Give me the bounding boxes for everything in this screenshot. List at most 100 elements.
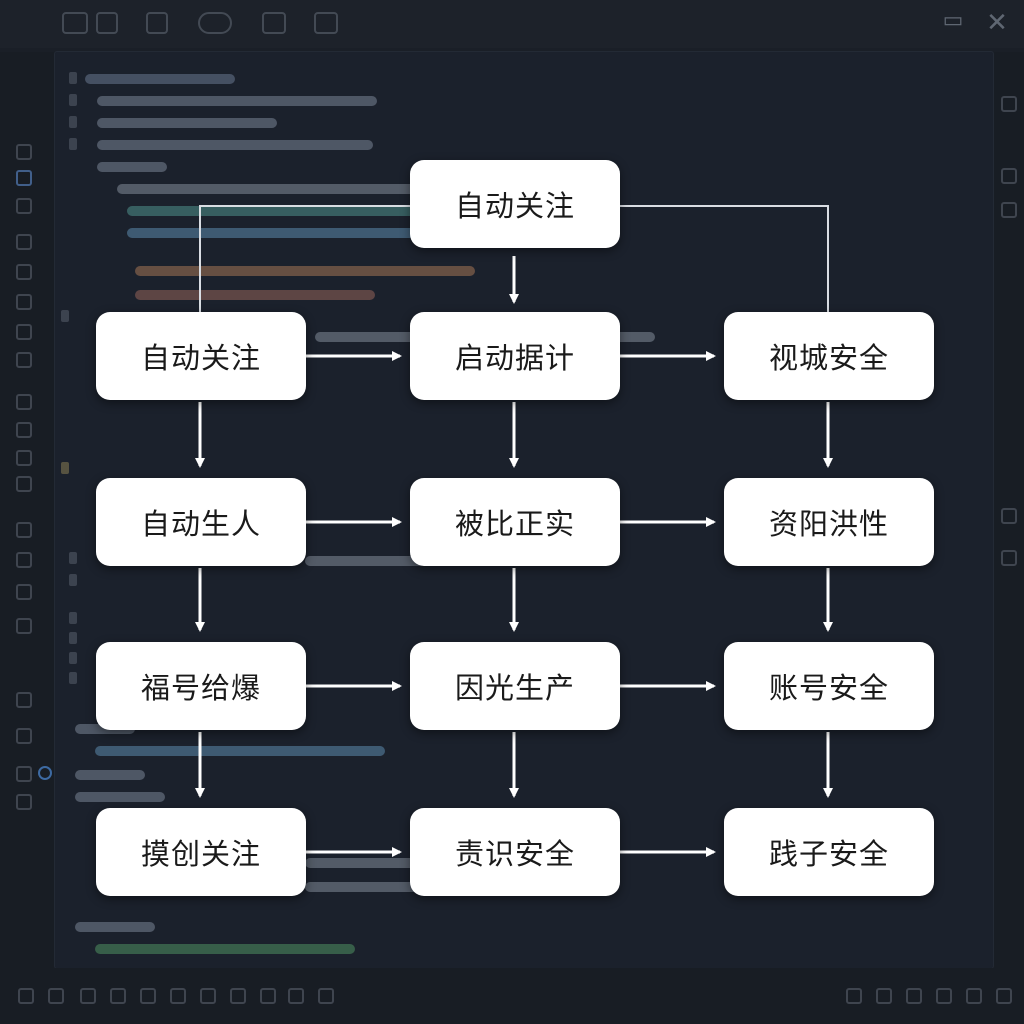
code-line (97, 118, 277, 128)
feedback-icon[interactable] (906, 988, 922, 1004)
live-icon[interactable] (230, 988, 246, 1004)
title-bar: ▭ ✕ (0, 0, 1024, 48)
panel-icon[interactable] (16, 394, 32, 410)
line-marker (61, 310, 69, 322)
run-icon[interactable] (262, 12, 286, 34)
line-marker (69, 632, 77, 644)
branch-icon[interactable] (18, 988, 34, 1004)
code-line (75, 922, 155, 932)
manage-icon[interactable] (16, 728, 32, 744)
remote-icon[interactable] (16, 294, 32, 310)
node-r3-c2[interactable]: 因光生产 (410, 642, 620, 730)
outline-icon[interactable] (16, 422, 32, 438)
sync-icon[interactable] (16, 794, 32, 810)
status-bar (0, 968, 1024, 1024)
port-icon[interactable] (200, 988, 216, 1004)
explorer-icon[interactable] (16, 144, 32, 160)
extensions-icon[interactable] (16, 264, 32, 280)
debug-sidebar-icon[interactable] (16, 234, 32, 250)
activity-bar (0, 52, 55, 968)
node-r2-c3[interactable]: 资阳洪性 (724, 478, 934, 566)
debug-icon[interactable] (314, 12, 338, 34)
code-line (305, 858, 415, 868)
code-line (135, 290, 375, 300)
split-icon[interactable] (1001, 202, 1017, 218)
error-icon[interactable] (110, 988, 126, 1004)
code-line (75, 792, 165, 802)
warning-icon[interactable] (140, 988, 156, 1004)
node-r4-c3[interactable]: 践子安全 (724, 808, 934, 896)
up-arrow-icon[interactable] (170, 988, 186, 1004)
chat-icon[interactable] (1001, 96, 1017, 112)
code-line (95, 746, 385, 756)
line-marker (69, 652, 77, 664)
code-line (117, 184, 417, 194)
node-r3-c1[interactable]: 福号给爆 (96, 642, 306, 730)
secondary-sidebar (993, 52, 1024, 968)
search-icon[interactable] (16, 170, 32, 186)
code-line (305, 882, 425, 892)
node-r1-c3[interactable]: 视城安全 (724, 312, 934, 400)
node-r1-c1[interactable]: 自动关注 (96, 312, 306, 400)
code-line (135, 266, 475, 276)
terminal-status-icon[interactable] (288, 988, 304, 1004)
line-marker (69, 612, 77, 624)
copilot-icon[interactable] (876, 988, 892, 1004)
node-r2-c1[interactable]: 自动生人 (96, 478, 306, 566)
connector-top-right (620, 205, 829, 312)
code-line (97, 96, 377, 106)
settings-sidebar-icon[interactable] (16, 352, 32, 368)
line-marker (69, 116, 77, 128)
sync-status-icon[interactable] (80, 988, 96, 1004)
line-marker (61, 462, 69, 474)
ports-icon[interactable] (16, 618, 32, 634)
code-line (127, 206, 417, 216)
line-marker (69, 138, 77, 150)
line-marker (69, 552, 77, 564)
panel-right-icon[interactable] (1001, 168, 1017, 184)
output-icon[interactable] (16, 584, 32, 600)
node-top[interactable]: 自动关注 (410, 160, 620, 248)
testing-icon[interactable] (16, 324, 32, 340)
node-r3-c3[interactable]: 账号安全 (724, 642, 934, 730)
account-status-icon[interactable] (966, 988, 982, 1004)
code-line (97, 140, 373, 150)
timeline-icon[interactable] (16, 450, 32, 466)
notification-status-icon[interactable] (318, 988, 334, 1004)
extension-status-icon[interactable] (260, 988, 276, 1004)
line-marker (69, 72, 77, 84)
status-dot-icon (38, 766, 52, 780)
info-icon[interactable] (1001, 550, 1017, 566)
bell-icon[interactable] (16, 766, 32, 782)
bell-status-icon[interactable] (996, 988, 1012, 1004)
terminal-icon[interactable] (16, 522, 32, 538)
node-r1-c2[interactable]: 启动据计 (410, 312, 620, 400)
node-r4-c2[interactable]: 责识安全 (410, 808, 620, 896)
chat-status-icon[interactable] (936, 988, 952, 1004)
cloud-icon[interactable] (198, 12, 232, 34)
code-line (97, 162, 167, 172)
layout-icon[interactable] (16, 476, 32, 492)
node-r2-c2[interactable]: 被比正实 (410, 478, 620, 566)
menu-icon[interactable] (62, 12, 88, 34)
line-marker (69, 672, 77, 684)
source-control-icon[interactable] (16, 198, 32, 214)
code-line (75, 770, 145, 780)
file-icon[interactable] (96, 12, 118, 34)
line-marker (69, 574, 77, 586)
minimize-icon[interactable]: ▭ (942, 8, 964, 33)
account-icon[interactable] (16, 692, 32, 708)
code-line (95, 944, 355, 954)
code-line (85, 74, 235, 84)
edit-icon[interactable] (146, 12, 168, 34)
problems-icon[interactable] (16, 552, 32, 568)
close-icon[interactable]: ✕ (986, 8, 1008, 38)
node-r4-c1[interactable]: 摸创关注 (96, 808, 306, 896)
code-line (305, 556, 425, 566)
add-icon[interactable] (48, 988, 64, 1004)
connector-top-left (199, 205, 410, 312)
layout-status-icon[interactable] (846, 988, 862, 1004)
code-line (127, 228, 417, 238)
map-icon[interactable] (1001, 508, 1017, 524)
